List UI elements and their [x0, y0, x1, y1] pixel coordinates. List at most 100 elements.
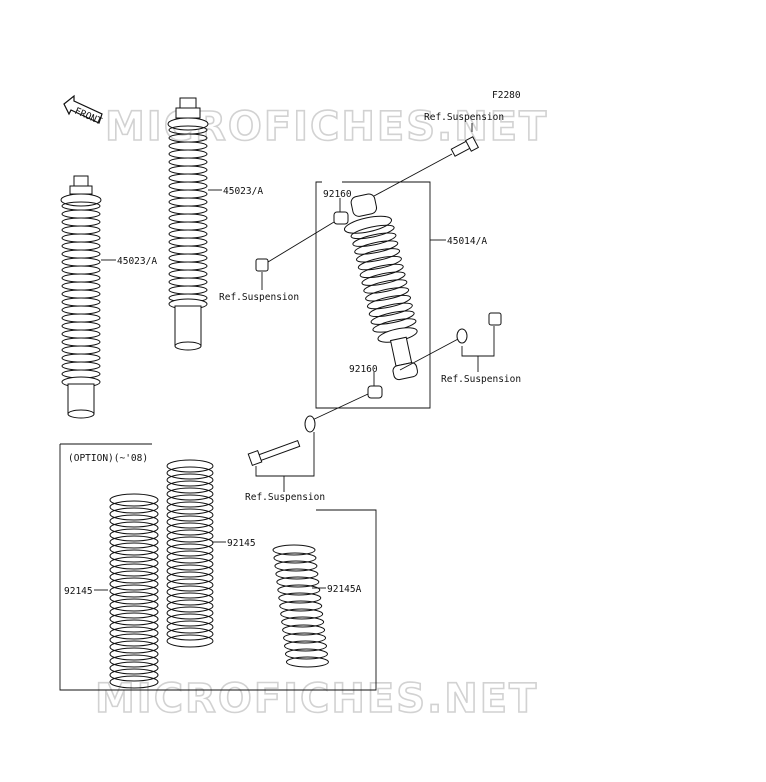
coil-turn [166, 522, 214, 536]
coil-turn [109, 577, 159, 591]
coil-turn [166, 585, 214, 599]
coil-turn [357, 255, 402, 271]
coil-turn [166, 599, 214, 613]
coil-turn [61, 257, 101, 267]
coil-turn [168, 157, 208, 167]
bushing-upper [333, 211, 349, 225]
coil-turn [168, 165, 208, 175]
label-92160-lower: 92160 [349, 364, 378, 375]
ref-suspension-right: Ref.Suspension [441, 374, 521, 385]
coil-turn [109, 668, 159, 682]
coil-turn [168, 205, 208, 215]
label-92145-left: 92145 [64, 586, 93, 597]
coil-turn [168, 197, 208, 207]
spring-92145-middle [166, 459, 214, 648]
coil-turn [168, 245, 208, 255]
ref-suspension-left: Ref.Suspension [219, 292, 299, 303]
spring-92145-left [109, 493, 159, 689]
coil-turn [109, 661, 159, 675]
watermark-bottom: MICROFICHES.NET [95, 676, 538, 722]
coil-turn [166, 473, 214, 487]
coil-turn [61, 337, 101, 347]
ref-suspension-bottom: Ref.Suspension [245, 492, 325, 503]
coil-turn [354, 240, 399, 255]
coil-turn [365, 287, 410, 302]
coil-turn [109, 633, 159, 647]
coil-turn [284, 648, 328, 660]
coil-turn [109, 535, 159, 549]
option-box [59, 444, 377, 691]
washer-nut-right [399, 312, 502, 371]
label-92145a: 92145A [327, 584, 362, 595]
front-arrow-icon: FRONT [63, 94, 104, 127]
coil-turn [166, 557, 214, 571]
coil-turn [168, 189, 208, 199]
coil-turn [281, 616, 325, 628]
coil-turn [282, 624, 326, 636]
coil-turn [279, 600, 323, 612]
coil-turn [109, 654, 159, 668]
coil-turn [61, 289, 101, 299]
coil-turn [61, 241, 101, 251]
coil-turn [109, 500, 159, 514]
label-45023a-left: 45023/A [117, 256, 157, 267]
coil-turn [168, 269, 208, 279]
coil-turn [284, 640, 328, 652]
coil-turn [109, 556, 159, 570]
coil-turn [276, 576, 320, 588]
coil-turn [280, 608, 324, 620]
coil-turn [61, 305, 101, 315]
coil-turn [61, 249, 101, 259]
coil-turn [168, 221, 208, 231]
option-label: (OPTION)(~'08) [68, 453, 148, 464]
coil-turn [61, 273, 101, 283]
coil-turn [109, 542, 159, 556]
coil-turn [61, 281, 101, 291]
label-92160-upper: 92160 [323, 189, 352, 200]
coil-turn [166, 466, 214, 480]
coil-turn [109, 598, 159, 612]
coil-turn [61, 265, 101, 275]
coil-turn [109, 528, 159, 542]
coil-turn [109, 619, 159, 633]
label-92145-middle: 92145 [227, 538, 256, 549]
coil-turn [275, 568, 319, 580]
figure-code: F2280 [492, 90, 521, 101]
coil-turn [166, 620, 214, 634]
coil-turn [61, 217, 101, 227]
coil-turn [109, 591, 159, 605]
label-45023a-middle: 45023/A [223, 186, 263, 197]
shock-absorber-left [60, 175, 102, 419]
coil-turn [61, 233, 101, 243]
coil-turn [109, 514, 159, 528]
coil-turn [352, 232, 397, 247]
coil-turn [109, 507, 159, 521]
coil-turn [363, 279, 408, 294]
coil-turn [274, 560, 318, 572]
coil-turn [109, 570, 159, 584]
coil-turn [61, 297, 101, 307]
coil-turn [109, 584, 159, 598]
shock-absorber-middle [167, 97, 209, 351]
coil-turn [168, 213, 208, 223]
bolt-top [373, 136, 480, 197]
coil-turn [61, 345, 101, 355]
coil-turn [168, 277, 208, 287]
coil-turn [166, 494, 214, 508]
nut-left [255, 221, 335, 272]
coil-turn [109, 647, 159, 661]
coil-turn [166, 571, 214, 585]
coil-turn [166, 543, 214, 557]
coil-turn [61, 209, 101, 219]
coil-turn [168, 149, 208, 159]
shock-absorber-rear [343, 193, 419, 381]
coil-turn [166, 613, 214, 627]
coil-turn [166, 480, 214, 494]
coil-turn [61, 321, 101, 331]
coil-turn [166, 592, 214, 606]
coil-turn [109, 640, 159, 654]
coil-turn [166, 487, 214, 501]
bolt-bottom [247, 393, 369, 466]
coil-turn [109, 493, 159, 507]
coil-turn [168, 173, 208, 183]
